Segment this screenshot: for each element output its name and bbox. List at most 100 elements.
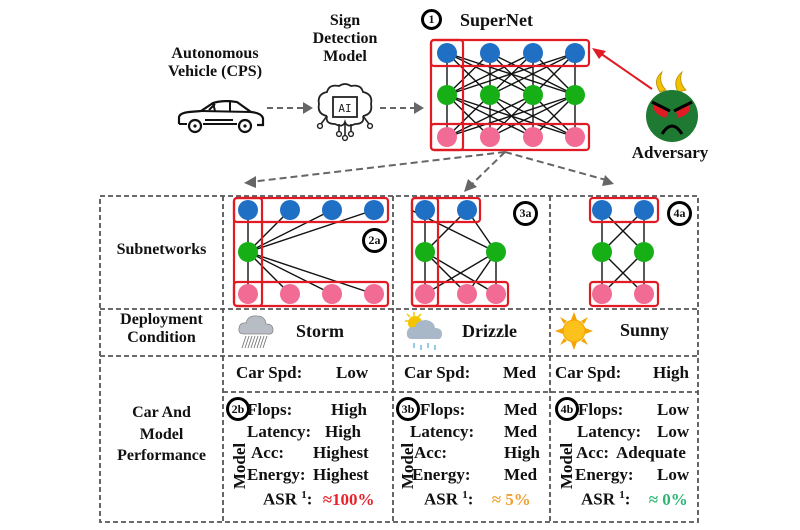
flow-arrow-model-to-supernet	[380, 102, 424, 114]
metric-value: Med	[504, 464, 538, 484]
car-spd-label-col2: Car Spd:	[404, 363, 471, 382]
model-label-line2: Detection	[312, 29, 378, 47]
node-green	[565, 85, 585, 105]
asr-row: ASR 1: ≈100%	[263, 489, 375, 509]
model-badge-2b: 2b	[226, 397, 250, 421]
model-label-line3: Model	[323, 47, 367, 65]
supernet-hidden-layer	[437, 85, 585, 105]
vehicle-label-line1: Autonomous	[171, 45, 259, 62]
ai-chip-text: AI	[338, 102, 351, 115]
vehicle-label: Autonomous Vehicle (CPS)	[160, 45, 270, 81]
metric-value: High	[331, 400, 367, 419]
node-pink	[437, 127, 457, 147]
node-blue	[437, 43, 457, 63]
metrics-col1: Flops:High Latency:High Acc:Highest Ener…	[247, 399, 391, 509]
car-spd-label-col1: Car Spd:	[236, 363, 303, 382]
adversary-label: Adversary	[631, 143, 709, 162]
metric-label: Energy:	[412, 464, 471, 484]
arrow-to-subnet-2a	[249, 151, 506, 183]
metric-row: Latency: Med	[410, 421, 548, 443]
node-green	[437, 85, 457, 105]
metric-value: Low	[657, 464, 690, 484]
condition-drizzle: Drizzle	[462, 321, 517, 341]
node-blue	[523, 43, 543, 63]
metric-row: Energy: Low	[575, 464, 698, 486]
supernet-diagram	[429, 38, 591, 152]
subnet-2a-diagram	[232, 196, 390, 308]
condition-sunny: Sunny	[620, 320, 670, 340]
metric-value: Low	[657, 421, 690, 441]
highlight-first-column	[429, 38, 465, 152]
metric-label: Energy:	[247, 464, 306, 484]
storm-cloud-icon	[238, 315, 274, 349]
metric-row: Flops: Low	[578, 399, 698, 421]
asr-footnote: 1	[619, 489, 625, 501]
supernet-to-subnet-arrows	[244, 151, 614, 192]
subnet-badge-4a: 4a	[667, 201, 692, 226]
supernet-output-layer	[437, 127, 585, 147]
asr-value: ≈ 5%	[491, 489, 531, 509]
metric-row: Acc:High	[414, 442, 548, 464]
car-spd-value-col3: High	[653, 363, 689, 382]
metric-label: Flops:	[578, 400, 624, 419]
row-header-performance: Car And Model Performance	[100, 402, 223, 467]
vehicle-label-line2: Vehicle (CPS)	[167, 62, 263, 80]
metric-label: Latency:	[577, 421, 642, 441]
asr-row: ASR 1: ≈ 0%	[581, 489, 688, 509]
asr-row: ASR 1: ≈ 5%	[424, 489, 531, 509]
model-badge-3b: 3b	[396, 397, 420, 421]
metric-label: Latency:	[410, 421, 475, 441]
metric-row: Acc:Adequate	[576, 442, 698, 464]
metric-row: Energy: Med	[412, 464, 548, 486]
asr-label: ASR	[424, 489, 459, 509]
model-badge-4b-text: 4b	[560, 402, 574, 416]
model-label: Sign Detection Model	[300, 12, 390, 66]
adversary-icon	[646, 70, 698, 142]
subnet-badge-2a-text: 2a	[368, 233, 381, 247]
metric-row: Acc:Highest	[247, 442, 391, 464]
subnet-4a-diagram	[588, 196, 660, 308]
metric-row: Flops:High	[247, 399, 391, 421]
asr-label: ASR	[263, 489, 298, 509]
car-spd-label-col3: Car Spd:	[555, 363, 622, 382]
car-spd-value-col1: Low	[336, 363, 369, 382]
metric-row: Energy: Highest	[247, 464, 391, 486]
drizzle-cloud-sun-icon	[405, 312, 442, 350]
model-badge-3b-text: 3b	[401, 402, 415, 416]
metric-value: Low	[657, 400, 690, 419]
metric-value: Med	[504, 421, 538, 441]
metric-label: Acc:	[251, 443, 285, 462]
node-blue	[480, 43, 500, 63]
sun-icon	[555, 312, 593, 350]
node-pink	[480, 127, 500, 147]
flow-arrow-car-to-model	[267, 102, 313, 114]
metric-row: Latency: High	[247, 421, 391, 443]
row-header-deployment: Deployment Condition	[100, 311, 223, 347]
metric-label: Latency:	[247, 421, 312, 441]
metric-label: Acc:	[414, 443, 448, 462]
arrow-to-subnet-4a	[504, 151, 607, 181]
metric-row: Latency: Low	[577, 421, 698, 443]
subnet-badge-4a-text: 4a	[673, 206, 686, 220]
supernet-label: SuperNet	[460, 10, 533, 30]
model-badge-4b: 4b	[555, 397, 579, 421]
metric-value: High	[325, 421, 361, 441]
node-pink	[565, 127, 585, 147]
model-badge-2b-text: 2b	[231, 402, 245, 416]
row-header-deployment-line2: Condition	[127, 328, 196, 346]
asr-label: ASR	[581, 489, 616, 509]
node-blue	[565, 43, 585, 63]
asr-footnote: 1	[301, 489, 307, 501]
metric-label: Acc:	[576, 443, 610, 462]
supernet-input-layer	[437, 43, 585, 63]
asr-footnote: 1	[462, 489, 468, 501]
metric-label: Flops:	[420, 400, 466, 419]
row-header-subnetworks: Subnetworks	[116, 241, 207, 258]
metric-value: Highest	[313, 464, 369, 484]
metric-label: Energy:	[575, 464, 634, 484]
arrow-to-subnet-3a	[469, 151, 506, 187]
subnet-badge-2a: 2a	[362, 228, 387, 253]
row-header-performance-line1: Car And	[132, 404, 191, 421]
subnet-3a-diagram	[410, 196, 510, 308]
